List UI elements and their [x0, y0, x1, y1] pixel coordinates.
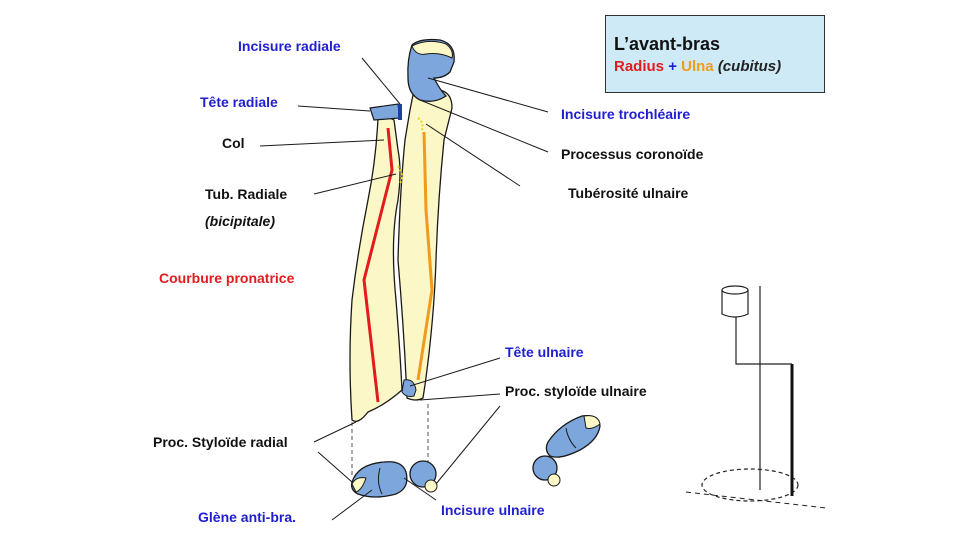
leader-tete-radiale [297, 105, 371, 112]
title-box: L’avant-bras Radius + Ulna (cubitus) [605, 15, 825, 93]
radius-glenoid-ridge [377, 467, 383, 495]
radius-styloid-tip [351, 477, 367, 493]
head-cylinder-top [721, 285, 749, 295]
head-cylinder [721, 290, 749, 318]
title-main: L’avant-bras [614, 34, 721, 54]
label-incisure-ulnaire: Incisure ulnaire [441, 502, 545, 518]
rotated-ulna-styloid [547, 473, 561, 487]
title-ulna: Ulna [681, 58, 714, 75]
leader-glene [331, 489, 373, 521]
label-tete-ulnaire: Tête ulnaire [505, 344, 584, 360]
leader-incisure-ulnaire [403, 477, 437, 501]
label-incisure-trochleaire: Incisure trochléaire [561, 106, 691, 122]
rotated-radius-tip [583, 415, 601, 429]
ulna-axis-line [416, 131, 434, 381]
ulna-styloid-section [424, 479, 438, 493]
title-subtitle: Radius + Ulna (cubitus) [614, 58, 824, 76]
radius-glenoid-surface [350, 461, 408, 498]
leader-tub-radiale [313, 173, 397, 195]
label-incisure-radiale: Incisure radiale [238, 38, 341, 54]
label-proc-styloide-ulnaire: Proc. styloïde ulnaire [505, 383, 647, 399]
radius-axis-line [362, 127, 394, 403]
leader-tuberosite-ulnaire [425, 123, 521, 187]
radius-bone [349, 103, 403, 423]
radius-tuberosity-dots [397, 165, 403, 185]
leader-col [259, 139, 385, 147]
rotated-ulna-head [532, 455, 558, 481]
label-tuberosite-ulnaire: Tubérosité ulnaire [568, 185, 689, 201]
label-processus-coronoide: Processus coronoïde [561, 146, 704, 162]
label-bicipitale: (bicipitale) [205, 213, 276, 229]
leader-tete-ulnaire [409, 357, 501, 387]
olecranon-cap [411, 40, 453, 59]
label-proc-styloide-radial: Proc. Styloïde radial [153, 434, 288, 450]
ulna-bone [397, 38, 455, 401]
radius-shaft [349, 116, 403, 423]
label-tete-radiale: Tête radiale [200, 94, 278, 110]
leader-lines [259, 57, 549, 521]
leader-styloide-ulnaire-b [435, 405, 501, 485]
leader-styloide-radial-b [317, 451, 353, 483]
label-courbure-pronatrice: Courbure pronatrice [159, 270, 295, 286]
radius-head [369, 103, 401, 121]
leader-styloide-radial-a [313, 421, 357, 443]
ulna-tuberosity-dots [417, 117, 424, 131]
rotated-radius-ridge [565, 427, 577, 449]
distal-articular-view [350, 460, 438, 498]
axis-diagonal-dashed [685, 491, 827, 509]
label-tub-radiale: Tub. Radiale [205, 186, 288, 202]
rotation-ellipse [701, 468, 799, 502]
title-cubitus: (cubitus) [717, 58, 782, 75]
rotated-distal-pair [532, 415, 601, 487]
leader-incisure-radiale [361, 57, 401, 105]
radius-rod-link [735, 315, 792, 365]
radial-notch-mark [398, 104, 402, 120]
label-glene-anti-bra: Glène anti-bra. [198, 509, 297, 525]
leader-styloide-ulnaire [419, 393, 501, 401]
title-radius: Radius [614, 58, 665, 75]
leader-incisure-trochleaire [427, 77, 549, 113]
ulna-head [401, 379, 417, 397]
rotation-schematic [685, 285, 827, 509]
ulna-shaft [397, 89, 453, 401]
leader-processus-coronoide [419, 99, 549, 153]
label-col: Col [222, 135, 245, 151]
title-plus: + [668, 58, 677, 75]
